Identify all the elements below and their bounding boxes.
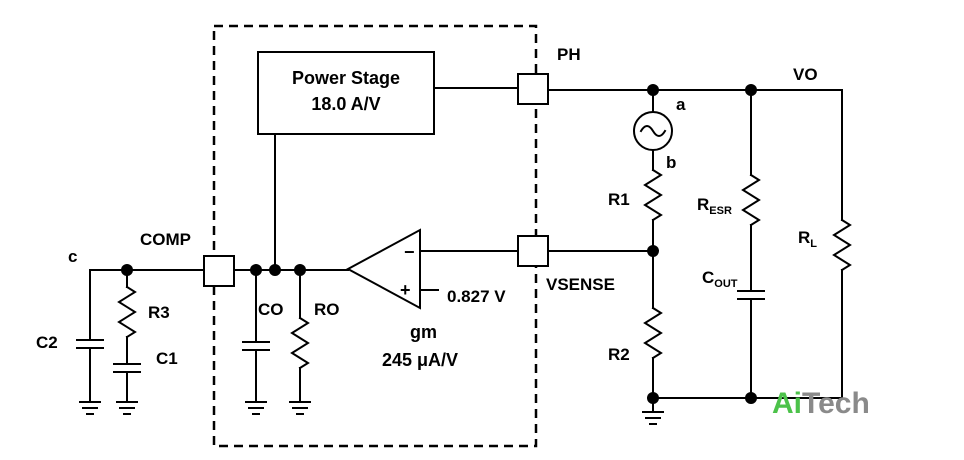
resr-label: RESR xyxy=(697,195,732,217)
ac-source-wave xyxy=(639,125,667,137)
power-stage-title: Power Stage xyxy=(292,68,400,88)
gm-amplifier xyxy=(345,228,421,310)
vo-label: VO xyxy=(793,65,818,84)
power-stage-gain: 18.0 A/V xyxy=(311,94,380,114)
rl-label: RL xyxy=(798,228,817,250)
c2-label: C2 xyxy=(36,333,58,352)
r3-label: R3 xyxy=(148,303,170,322)
power-stage-block xyxy=(257,51,435,135)
ph-label: PH xyxy=(557,45,581,64)
node-c-label: c xyxy=(68,247,77,266)
ground-symbol-output xyxy=(642,411,664,425)
rl-resistor xyxy=(832,218,852,272)
ro-label: RO xyxy=(314,300,340,319)
ground-symbol-c2 xyxy=(79,401,101,415)
r1-resistor xyxy=(643,168,663,222)
node-b-label: b xyxy=(666,153,676,172)
resr-resistor xyxy=(741,173,761,227)
comp-label: COMP xyxy=(140,230,191,249)
c1-label: C1 xyxy=(156,349,178,368)
r2-label: R2 xyxy=(608,345,630,364)
gm-value: 245 μA/V xyxy=(382,350,458,370)
amp-plus-label: + xyxy=(400,280,411,300)
vsense-pin xyxy=(517,235,549,267)
ph-pin xyxy=(517,73,549,105)
r1-label: R1 xyxy=(608,190,630,209)
ground-symbol-c1 xyxy=(116,401,138,415)
r2-resistor xyxy=(643,306,663,360)
r3-resistor xyxy=(117,285,137,339)
ground-symbol-ro xyxy=(289,401,311,415)
gm-label: gm xyxy=(410,322,437,342)
vref-label: 0.827 V xyxy=(447,287,506,306)
ground-symbol-co xyxy=(245,401,267,415)
cout-label: COUT xyxy=(702,268,738,290)
aitech-watermark: AiTech xyxy=(772,387,870,420)
ro-resistor xyxy=(290,316,310,370)
node-a-label: a xyxy=(676,95,686,114)
amp-minus-label: − xyxy=(404,242,415,262)
comp-pin xyxy=(203,255,235,287)
ps-node-dot xyxy=(269,264,281,276)
vsense-label: VSENSE xyxy=(546,275,615,294)
co-label: CO xyxy=(258,300,284,319)
